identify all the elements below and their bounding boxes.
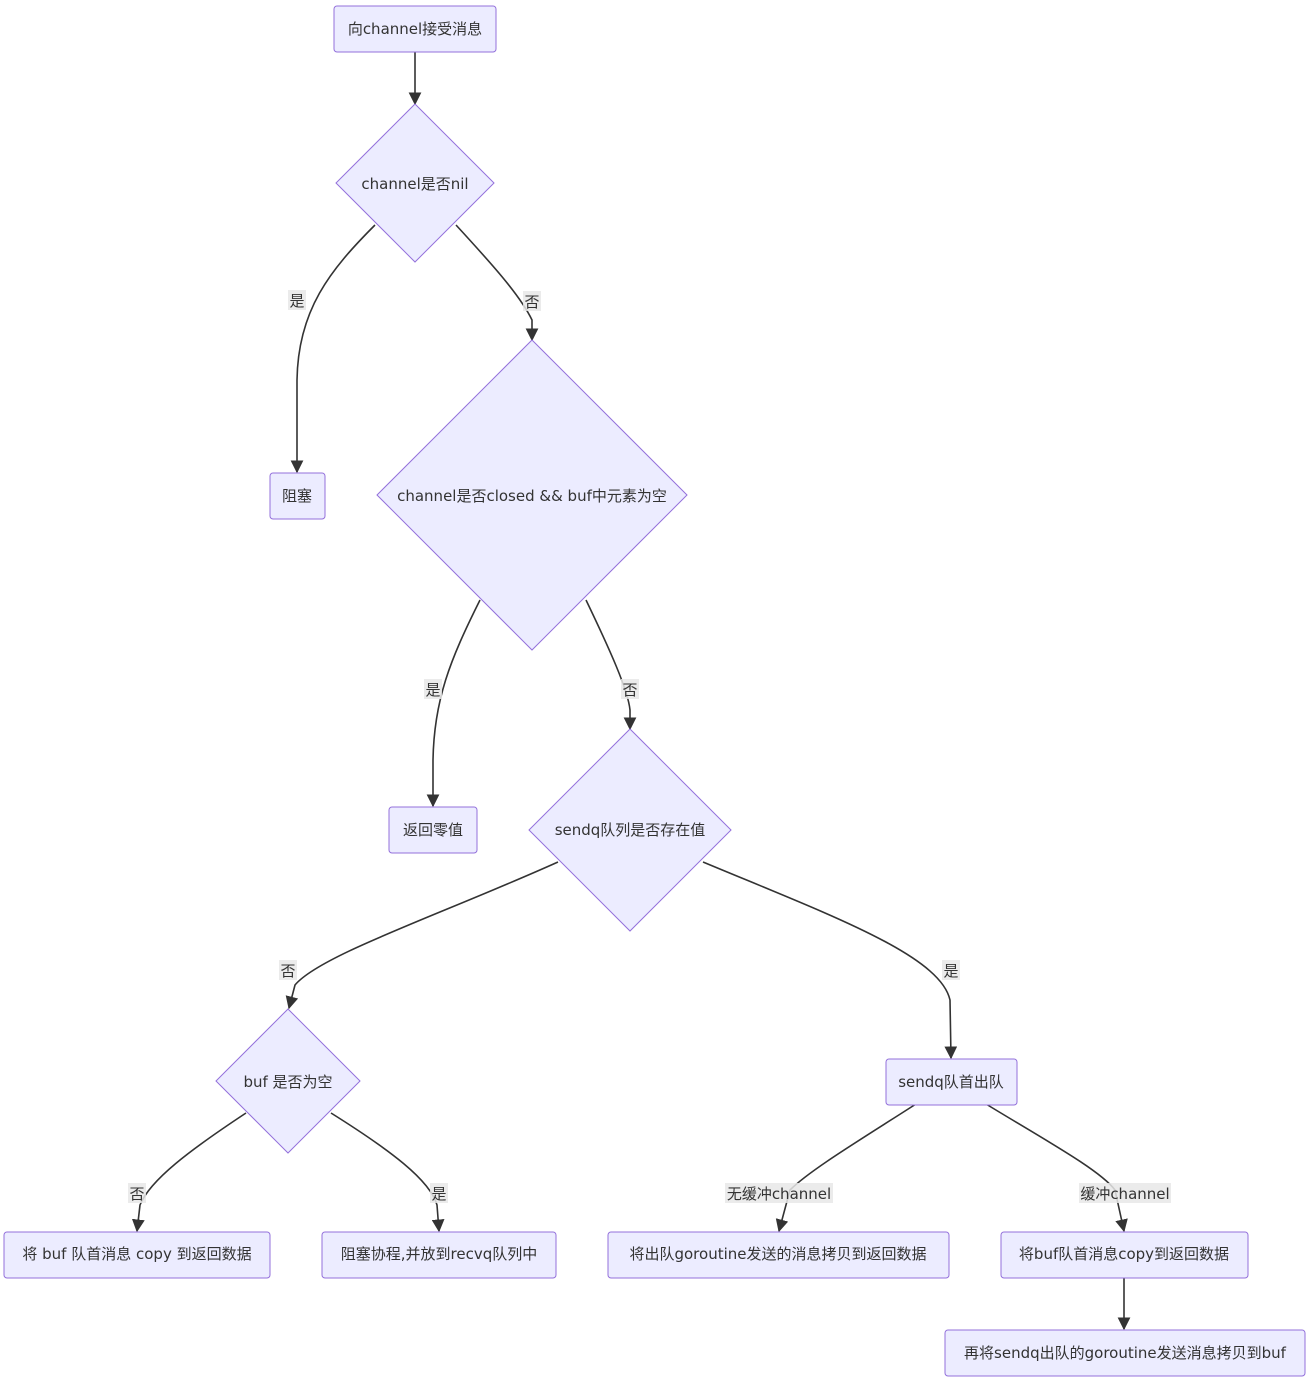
edge-label-nil-no: 否 bbox=[524, 293, 539, 311]
edge-sendq-yes bbox=[702, 861, 958, 1060]
node-is-nil-label: channel是否nil bbox=[361, 175, 468, 193]
node-copy-to-buf-label: 再将sendq出队的goroutine发送消息拷贝到buf bbox=[964, 1344, 1287, 1362]
node-block: 阻塞 bbox=[269, 472, 326, 520]
edge-label-buffered: 缓冲channel bbox=[1080, 1185, 1169, 1203]
node-buf-empty: buf 是否为空 bbox=[215, 1008, 361, 1154]
edge-label-closed-no: 否 bbox=[622, 681, 637, 699]
node-return-zero: 返回零值 bbox=[388, 806, 478, 854]
node-start-label: 向channel接受消息 bbox=[348, 20, 482, 38]
node-start: 向channel接受消息 bbox=[333, 5, 497, 53]
node-copy-buf: 将 buf 队首消息 copy 到返回数据 bbox=[3, 1231, 271, 1279]
node-sendq-dequeue: sendq队首出队 bbox=[885, 1058, 1018, 1106]
edge-is-nil-no bbox=[455, 224, 539, 342]
edge-dequeue-buffered bbox=[985, 1103, 1128, 1233]
edge-label-sendq-yes: 是 bbox=[943, 962, 958, 980]
edge-label-closed-yes: 是 bbox=[425, 681, 440, 699]
edge-closed-no bbox=[585, 599, 637, 731]
node-copy-to-buf: 再将sendq出队的goroutine发送消息拷贝到buf bbox=[944, 1329, 1306, 1377]
edge-buf-no bbox=[131, 1112, 247, 1233]
edge-label-nil-yes: 是 bbox=[289, 292, 304, 310]
edge-label-buf-yes: 是 bbox=[431, 1185, 446, 1203]
node-closed-empty: channel是否closed && buf中元素为空 bbox=[376, 339, 688, 651]
node-sendq-exists: sendq队列是否存在值 bbox=[528, 728, 732, 932]
node-copy-buf-head-label: 将buf队首消息copy到返回数据 bbox=[1019, 1245, 1229, 1263]
node-sendq-dequeue-label: sendq队首出队 bbox=[898, 1073, 1004, 1091]
node-buf-empty-label: buf 是否为空 bbox=[243, 1073, 332, 1091]
node-block-label: 阻塞 bbox=[282, 487, 312, 505]
edge-labels: 是 否 是 否 否 是 否 是 无缓冲channel 缓冲channel bbox=[128, 290, 1171, 1203]
edge-label-buf-no: 否 bbox=[129, 1185, 144, 1203]
node-copy-buf-label: 将 buf 队首消息 copy 到返回数据 bbox=[22, 1245, 251, 1263]
edge-closed-yes bbox=[426, 599, 481, 808]
node-block-recvq-label: 阻塞协程,并放到recvq队列中 bbox=[341, 1245, 537, 1263]
node-copy-buf-head: 将buf队首消息copy到返回数据 bbox=[1000, 1231, 1249, 1279]
node-copy-goroutine-label: 将出队goroutine发送的消息拷贝到返回数据 bbox=[629, 1245, 926, 1263]
edge-label-sendq-no: 否 bbox=[280, 962, 295, 980]
node-return-zero-label: 返回零值 bbox=[403, 821, 463, 839]
edge-is-nil-yes bbox=[290, 224, 376, 474]
node-sendq-exists-label: sendq队列是否存在值 bbox=[555, 821, 706, 839]
node-block-recvq: 阻塞协程,并放到recvq队列中 bbox=[321, 1231, 557, 1279]
nodes: 向channel接受消息 channel是否nil 阻塞 channel是否cl… bbox=[3, 5, 1306, 1377]
edge-sendq-no bbox=[285, 861, 559, 1010]
node-closed-empty-label: channel是否closed && buf中元素为空 bbox=[397, 487, 667, 505]
edge-dequeue-unbuffered bbox=[775, 1103, 917, 1233]
node-is-nil: channel是否nil bbox=[335, 103, 495, 263]
edge-label-unbuffered: 无缓冲channel bbox=[727, 1185, 831, 1203]
node-copy-goroutine: 将出队goroutine发送的消息拷贝到返回数据 bbox=[607, 1231, 950, 1279]
edge-buf-yes bbox=[330, 1112, 445, 1233]
